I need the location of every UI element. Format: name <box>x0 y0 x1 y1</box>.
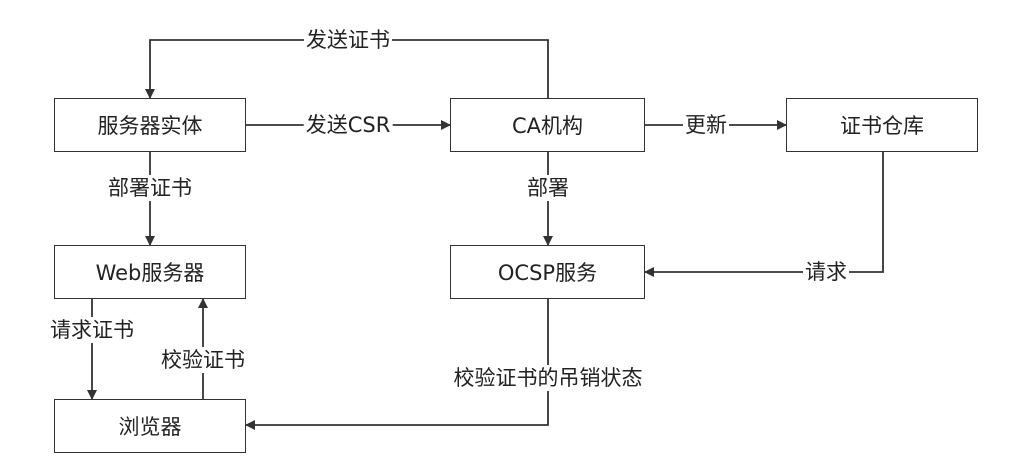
edge-label-send-cert: 发送证书 <box>304 27 392 53</box>
node-ca-label: CA机构 <box>511 114 584 138</box>
edge-label-update: 更新 <box>683 112 729 138</box>
node-ca: CA机构 <box>450 98 645 152</box>
node-web-server: Web服务器 <box>54 245 246 299</box>
edge-label-verify-revocation: 校验证书的吊销状态 <box>451 365 645 391</box>
node-ocsp-label: OCSP服务 <box>497 261 598 285</box>
node-browser: 浏览器 <box>54 399 246 453</box>
node-browser-label: 浏览器 <box>118 415 182 439</box>
node-cert-repository-label: 证书仓库 <box>840 114 924 138</box>
node-server-entity-label: 服务器实体 <box>97 114 203 138</box>
edge-label-send-csr: 发送CSR <box>303 112 393 138</box>
edge-label-verify-cert: 校验证书 <box>159 347 247 373</box>
edge-verify-revocation <box>245 299 549 430</box>
node-cert-repository: 证书仓库 <box>786 98 978 152</box>
edge-label-request: 请求 <box>803 259 849 285</box>
edge-label-deploy: 部署 <box>525 175 571 201</box>
edge-label-deploy-cert: 部署证书 <box>106 175 194 201</box>
edge-label-request-cert: 请求证书 <box>48 317 136 343</box>
node-ocsp: OCSP服务 <box>450 245 645 299</box>
node-web-server-label: Web服务器 <box>95 261 205 285</box>
edge-request <box>644 152 884 277</box>
node-server-entity: 服务器实体 <box>54 98 246 152</box>
